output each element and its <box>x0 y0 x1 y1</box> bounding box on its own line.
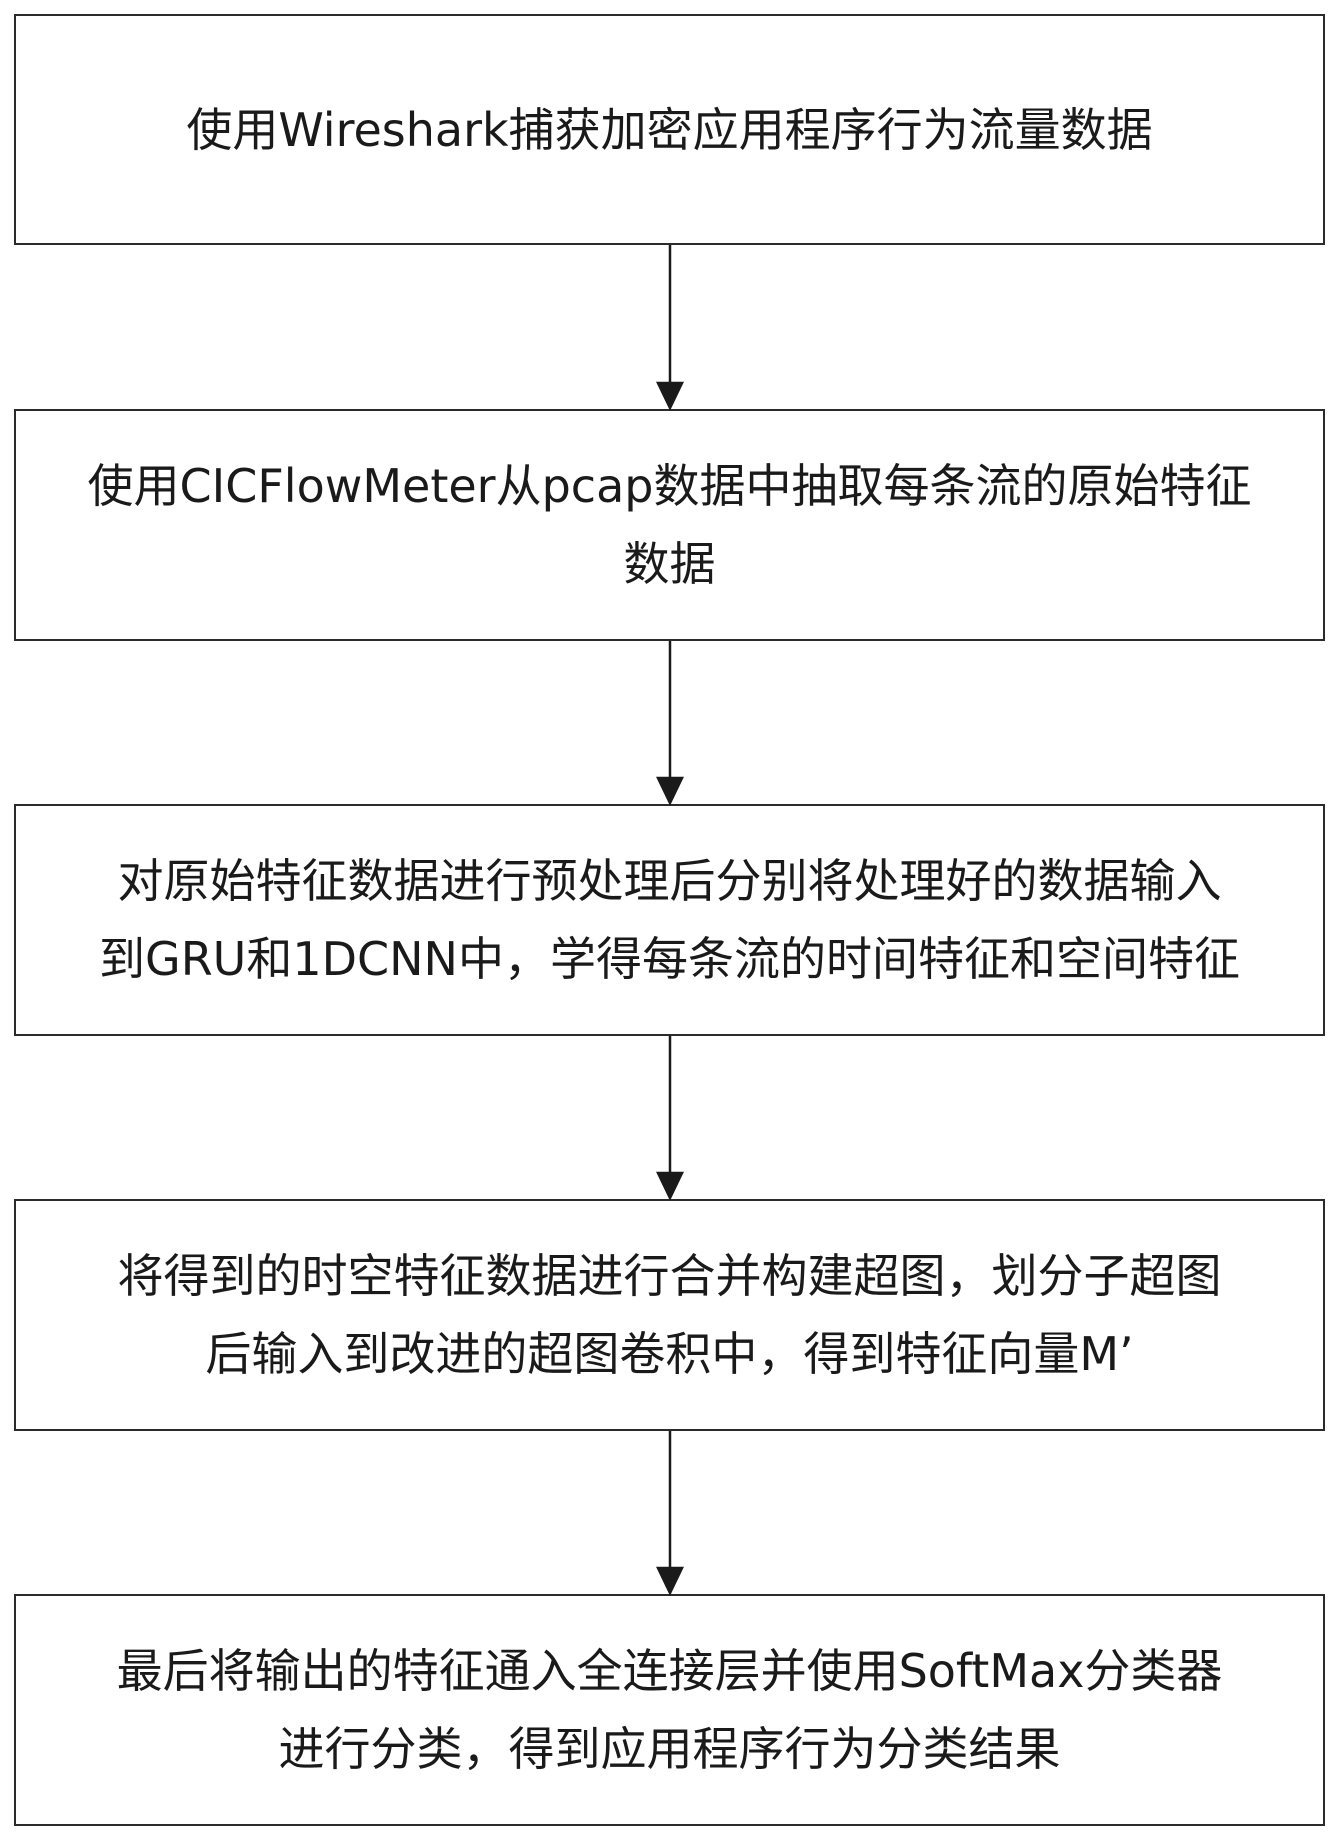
step-box-4: 将得到的时空特征数据进行合并构建超图，划分子超图 后输入到改进的超图卷积中，得到… <box>14 1199 1325 1431</box>
step-4-line-1: 将得到的时空特征数据进行合并构建超图，划分子超图 <box>117 1249 1222 1303</box>
step-4-line-2: 后输入到改进的超图卷积中，得到特征向量M’ <box>205 1327 1134 1381</box>
step-2-line-2: 数据 <box>623 537 716 591</box>
step-3-line-1: 对原始特征数据进行预处理后分别将处理好的数据输入 <box>117 854 1222 908</box>
step-5-line-2: 进行分类，得到应用程序行为分类结果 <box>278 1722 1061 1776</box>
step-3-line-2: 到GRU和1DCNN中，学得每条流的时间特征和空间特征 <box>99 932 1240 986</box>
step-box-5: 最后将输出的特征通入全连接层并使用SoftMax分类器 进行分类，得到应用程序行… <box>14 1594 1325 1826</box>
step-box-3: 对原始特征数据进行预处理后分别将处理好的数据输入 到GRU和1DCNN中，学得每… <box>14 804 1325 1036</box>
arrow-4-head <box>656 1566 684 1596</box>
step-box-1: 使用Wireshark捕获加密应用程序行为流量数据 <box>14 14 1325 245</box>
arrow-1-head <box>656 381 684 411</box>
step-2-line-1: 使用CICFlowMeter从pcap数据中抽取每条流的原始特征 <box>87 459 1252 513</box>
step-box-2: 使用CICFlowMeter从pcap数据中抽取每条流的原始特征 数据 <box>14 409 1325 641</box>
arrow-2-head <box>656 776 684 806</box>
step-5-line-1: 最后将输出的特征通入全连接层并使用SoftMax分类器 <box>116 1644 1223 1698</box>
step-1-line-1: 使用Wireshark捕获加密应用程序行为流量数据 <box>186 102 1153 157</box>
arrow-3-head <box>656 1171 684 1201</box>
